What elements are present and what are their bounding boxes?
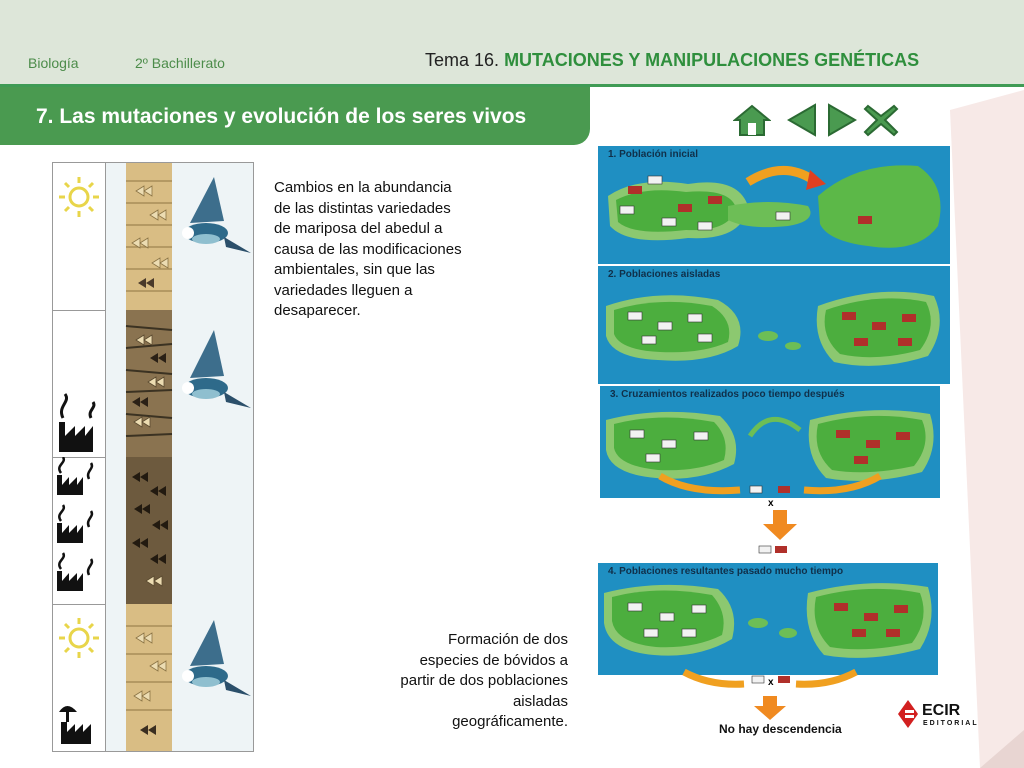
birch-trunk-dark <box>126 457 172 604</box>
factory-icon <box>59 393 96 452</box>
population-panel-2: 2. Poblaciones aisladas <box>598 266 950 384</box>
topic-title: Tema 16. MUTACIONES Y MANIPULACIONES GEN… <box>425 50 919 71</box>
cross-symbol: x <box>768 498 774 509</box>
corner-decoration <box>950 90 1024 768</box>
moth-row <box>53 163 253 311</box>
moth-panel <box>52 162 254 752</box>
sun-icon <box>59 177 99 217</box>
header-bar <box>0 0 1024 84</box>
panel-label: 2. Poblaciones aisladas <box>608 269 721 280</box>
x-close-icon[interactable] <box>862 102 900 138</box>
birch-trunk-medium <box>125 310 251 457</box>
panel-label: 4. Poblaciones resultantes pasado mucho … <box>608 566 844 577</box>
cross-result-arrow <box>758 510 797 554</box>
subject-label: Biología <box>28 55 79 71</box>
bird <box>182 330 251 408</box>
factories-icon <box>57 456 94 591</box>
birch-trunk-light <box>126 163 251 310</box>
moth-row <box>53 604 253 751</box>
population-panel-4: 4. Poblaciones resultantes pasado mucho … <box>598 563 938 675</box>
ecir-logo: ECIR EDITORIAL <box>898 700 979 728</box>
moth-description: Cambios en la abundancia de las distinta… <box>274 179 462 319</box>
cross-symbol: x <box>768 677 774 688</box>
moth-row <box>53 456 253 605</box>
bird <box>182 620 251 696</box>
topic-prefix: Tema 16. <box>425 50 500 70</box>
bird <box>182 177 251 253</box>
bovid-caption: Formación de dos especies de bóvidos a p… <box>400 631 568 730</box>
moth-row <box>53 310 253 458</box>
section-title: 7. Las mutaciones y evolución de los ser… <box>36 105 527 128</box>
topic-name: MUTACIONES Y MANIPULACIONES GENÉTICAS <box>504 50 920 70</box>
section-bar <box>0 87 590 145</box>
no-offspring-label: No hay descendencia <box>719 722 842 736</box>
home-icon[interactable] <box>733 102 771 138</box>
no-offspring-arrows <box>682 668 858 720</box>
population-panel-1: 1. Población inicial <box>598 146 950 264</box>
triangle-left-icon[interactable] <box>783 102 821 138</box>
population-panel-3: 3. Cruzamientos realizados poco tiempo d… <box>600 386 940 498</box>
panel-label: 3. Cruzamientos realizados poco tiempo d… <box>610 389 845 400</box>
triangle-right-icon[interactable] <box>823 102 861 138</box>
sun-and-filter-factory-icon <box>59 618 99 744</box>
level-label: 2º Bachillerato <box>135 55 225 71</box>
header-divider <box>0 84 1024 87</box>
svg-text:ECIR: ECIR <box>922 702 961 719</box>
panel-label: 1. Población inicial <box>608 149 699 160</box>
svg-text:EDITORIAL: EDITORIAL <box>923 720 979 727</box>
birch-trunk-clean <box>126 604 251 751</box>
